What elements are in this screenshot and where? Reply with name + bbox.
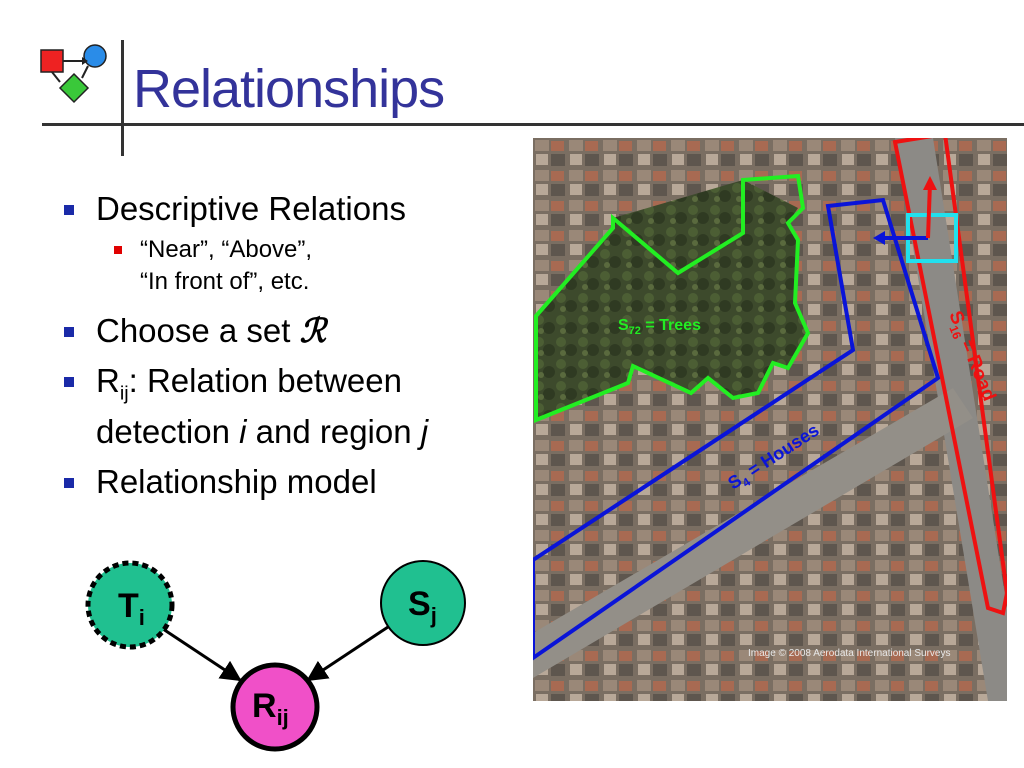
bullet-choose-set: Choose a set ℛ (60, 312, 520, 350)
slide-title: Relationships (133, 59, 445, 119)
node-r-circle (230, 662, 320, 752)
edge-s-to-r (306, 625, 389, 682)
sub-bullet-square-icon (114, 246, 122, 254)
node-r-sub: ij (277, 705, 289, 730)
bullet-relation-definition: Rij: Relation between detection i and re… (60, 362, 520, 451)
node-t-circle (85, 560, 175, 650)
node-s-label: S (408, 585, 431, 623)
bullet-square-icon (64, 377, 74, 387)
node-t-label: T (118, 587, 139, 625)
shapes-logo-icon (40, 44, 107, 104)
arrowhead-up-icon (923, 176, 937, 190)
street-surface (533, 388, 973, 678)
bullet-square-icon (64, 327, 74, 337)
bullet-square-icon (64, 205, 74, 215)
relationship-graph: Ti Sj Rij (85, 560, 466, 752)
sub-bullet-examples: “Near”, “Above”, “In front of”, etc. (60, 234, 520, 298)
node-r: Rij (230, 662, 320, 752)
aerial-photo: S72 = Trees S4 = Houses S16 = Road Image… (533, 138, 1007, 701)
node-s-sub: j (430, 603, 437, 628)
bullet-descriptive-relations: Descriptive Relations (60, 190, 520, 228)
node-t: Ti (85, 560, 175, 650)
title-horizontal-rule (42, 123, 1024, 126)
node-t-sub: i (139, 605, 145, 630)
node-s: Sj (380, 560, 466, 646)
bullet-relationship-model: Relationship model (60, 463, 520, 501)
edge-t-to-r (159, 625, 242, 682)
trees-region-outline (534, 173, 811, 423)
svg-text:Ti: Ti (118, 587, 145, 630)
node-r-label: R (252, 687, 277, 725)
arrowhead-left-icon (873, 231, 885, 245)
node-s-circle (380, 560, 466, 646)
svg-text:Rij: Rij (252, 687, 289, 730)
houses-region-outline (533, 197, 941, 661)
road-region-outline (892, 138, 1007, 616)
svg-text:Sj: Sj (408, 585, 437, 628)
title-vertical-rule (121, 40, 124, 156)
image-credit: Image © 2008 Aerodata International Surv… (748, 648, 951, 659)
trees-label: S72 = Trees (618, 317, 701, 337)
relation-arrow-up (926, 182, 932, 239)
bullet-list: Descriptive Relations “Near”, “Above”, “… (60, 190, 520, 513)
bullet-square-icon (64, 477, 74, 488)
